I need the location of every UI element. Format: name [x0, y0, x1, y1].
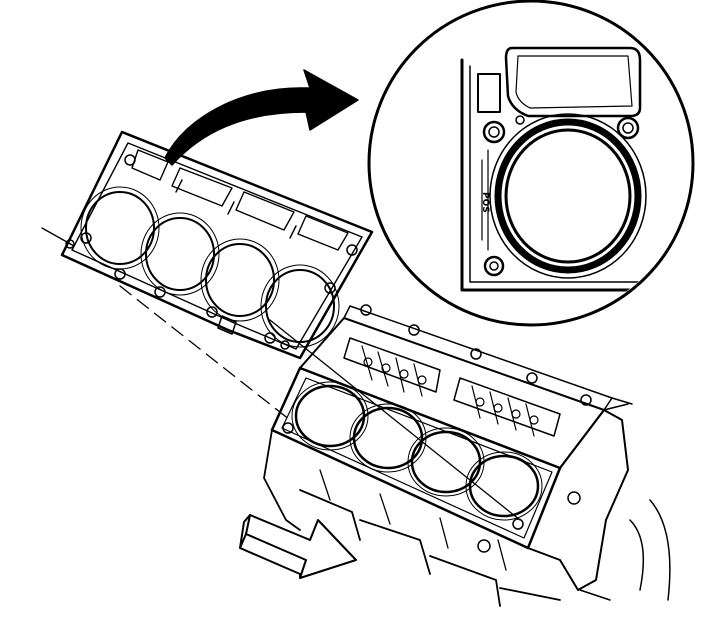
- detail-bolt-hole-3: [485, 257, 503, 275]
- detail-upper-passage: [506, 48, 640, 116]
- block-end-face: [528, 410, 628, 590]
- gasket-bolt-holes: [66, 155, 357, 349]
- detail-callout: [369, 1, 704, 325]
- block-bore-3: [412, 432, 480, 492]
- direction-arrow-icon: [246, 515, 356, 578]
- block-bore-4: [470, 456, 538, 516]
- detail-bolt-hole-2: [618, 118, 638, 138]
- detail-circle: [369, 1, 693, 325]
- gasket-bore-3-ring: [201, 239, 279, 321]
- gasket-tab: [218, 316, 236, 334]
- detail-cylinder-bore: [506, 130, 630, 262]
- block-bore-2: [354, 408, 422, 468]
- gasket-outline: [62, 132, 372, 358]
- gasket-bore-1-ring: [81, 187, 159, 269]
- gasket-bores: [81, 187, 339, 347]
- gasket-bore-3: [206, 244, 274, 316]
- gasket-inner-outline: [72, 143, 362, 349]
- gasket-bore-2: [146, 218, 214, 290]
- block-skirt: [264, 430, 560, 606]
- gasket-bore-1: [86, 192, 154, 264]
- detail-bolt-hole-1: [484, 122, 504, 142]
- gasket-passages: [132, 150, 348, 250]
- alignment-lines: [42, 228, 520, 520]
- engine-block: [264, 305, 670, 606]
- gasket-bore-2-ring: [141, 213, 219, 295]
- block-bores: [292, 382, 542, 520]
- head-gasket: [62, 132, 372, 358]
- gasket-bore-4-ring: [261, 265, 339, 347]
- curved-arrow-icon: [165, 70, 358, 165]
- block-dowels: [283, 305, 591, 529]
- lifter-guides: [362, 346, 538, 436]
- detail-stamp-label: POS: [480, 192, 490, 213]
- gasket-bore-4: [266, 270, 334, 342]
